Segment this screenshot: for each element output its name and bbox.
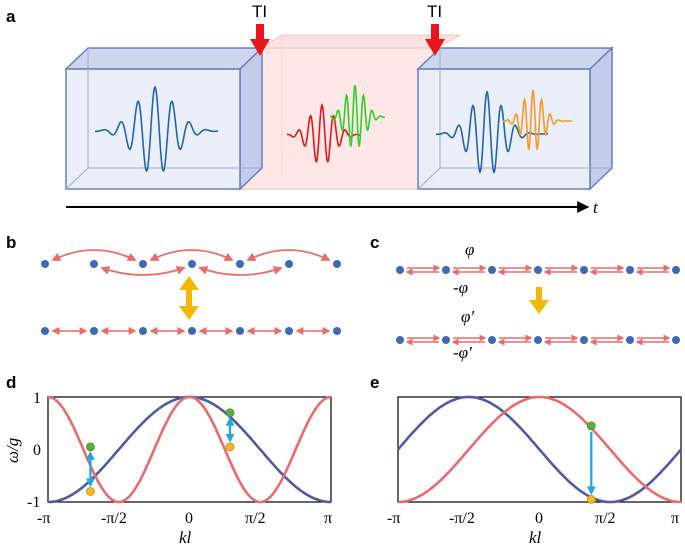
- ytick-0: 0: [33, 442, 41, 459]
- lattice-site: [488, 266, 496, 274]
- lattice-bottom-c: [396, 334, 680, 346]
- xtick-e-2: 0: [535, 510, 543, 527]
- panel-label-e: e: [370, 373, 379, 392]
- xtick-d-3: π/2: [245, 510, 266, 527]
- band-blue-e: [397, 395, 682, 504]
- lattice-site: [626, 336, 634, 344]
- ytick-m1: -1: [27, 494, 40, 511]
- lattice-site: [139, 260, 147, 268]
- xtick-d-1: -π/2: [101, 510, 127, 527]
- lattice-site: [41, 327, 49, 335]
- wave-packet-right-blue: [435, 90, 548, 174]
- xtick-d-4: π: [324, 510, 332, 527]
- lattice-site: [672, 336, 680, 344]
- wave-packet-green: [329, 84, 386, 148]
- transition-arrow-c: [529, 287, 549, 314]
- band-red-d: [47, 395, 332, 504]
- time-axis-label: t: [593, 198, 599, 217]
- panel-b: b: [6, 233, 341, 335]
- ytick-1: 1: [33, 390, 41, 407]
- xtick-e-4: π: [671, 510, 679, 527]
- xtick-e-0: -π: [387, 510, 400, 527]
- lattice-site: [442, 336, 450, 344]
- lattice-site: [396, 336, 404, 344]
- final-state-point: [225, 442, 235, 452]
- middle-box: [240, 34, 462, 190]
- initial-state-point: [586, 421, 596, 431]
- ylabel-d: ω/g: [3, 438, 22, 463]
- lattice-site: [333, 327, 341, 335]
- final-state-point: [586, 494, 596, 504]
- lattice-site: [442, 266, 450, 274]
- xtick-e-3: π/2: [595, 510, 616, 527]
- lattice-top-c: [396, 264, 680, 276]
- right-box: [416, 46, 614, 191]
- final-state-point: [86, 487, 95, 496]
- lattice-site: [580, 266, 588, 274]
- wave-packet-left: [94, 85, 218, 173]
- lattice-site: [285, 260, 293, 268]
- next-neighbor-coupling: [100, 266, 186, 276]
- lattice-site: [285, 327, 293, 335]
- next-neighbor-coupling: [149, 249, 234, 261]
- panel-a: a: [6, 2, 614, 217]
- xlabel-d: kl: [179, 528, 192, 545]
- ti-label-right: TI: [427, 2, 442, 21]
- lattice-site: [236, 260, 244, 268]
- initial-state-point: [225, 408, 235, 418]
- ti-arrow-right: [425, 24, 445, 56]
- panel-e: e -π -π/2 0 π/2 π kl: [370, 373, 682, 545]
- lattice-site: [188, 260, 196, 268]
- lattice-site: [333, 260, 341, 268]
- panel-label-a: a: [6, 7, 16, 26]
- next-neighbor-coupling: [51, 249, 137, 261]
- transitions-d: [86, 408, 235, 496]
- band-red-e: [398, 395, 681, 504]
- left-box: [64, 46, 264, 191]
- lattice-site: [534, 266, 542, 274]
- ti-arrow-left: [250, 24, 270, 56]
- lattice-bottom: [41, 327, 341, 335]
- next-neighbor-coupling: [246, 249, 331, 261]
- lattice-site: [41, 260, 49, 268]
- phase-top: φ: [465, 240, 474, 259]
- wave-packet-red: [287, 103, 361, 163]
- ti-label-left: TI: [252, 2, 267, 21]
- xtick-d-0: -π: [37, 510, 50, 527]
- panel-label-c: c: [370, 233, 379, 252]
- panel-c: c φ -φ φ′ -φ′: [370, 233, 680, 362]
- panel-label-d: d: [6, 373, 16, 392]
- transition-arrow-b: [179, 276, 199, 320]
- lattice-top: [41, 249, 341, 276]
- lattice-site: [534, 336, 542, 344]
- lattice-site: [626, 266, 634, 274]
- panel-d: d 1 0 -1 -π -π/2 0 π/2 π kl ω/g: [3, 373, 332, 545]
- lattice-site: [90, 327, 98, 335]
- phase-bottom: φ′: [461, 307, 474, 326]
- lattice-site: [139, 327, 147, 335]
- lattice-site: [672, 266, 680, 274]
- xtick-d-2: 0: [185, 510, 193, 527]
- phase-bottom-neg: -φ′: [453, 343, 472, 362]
- panel-label-b: b: [6, 233, 16, 252]
- next-neighbor-coupling: [198, 266, 283, 276]
- initial-state-point: [86, 442, 95, 452]
- lattice-site: [488, 336, 496, 344]
- xlabel-e: kl: [529, 528, 542, 545]
- wave-packet-orange: [503, 89, 572, 151]
- lattice-site: [188, 327, 196, 335]
- lattice-site: [580, 336, 588, 344]
- lattice-site: [90, 260, 98, 268]
- transitions-e: [586, 421, 596, 504]
- lattice-site: [236, 327, 244, 335]
- xtick-e-1: -π/2: [449, 510, 475, 527]
- lattice-site: [396, 266, 404, 274]
- phase-top-neg: -φ: [453, 278, 468, 297]
